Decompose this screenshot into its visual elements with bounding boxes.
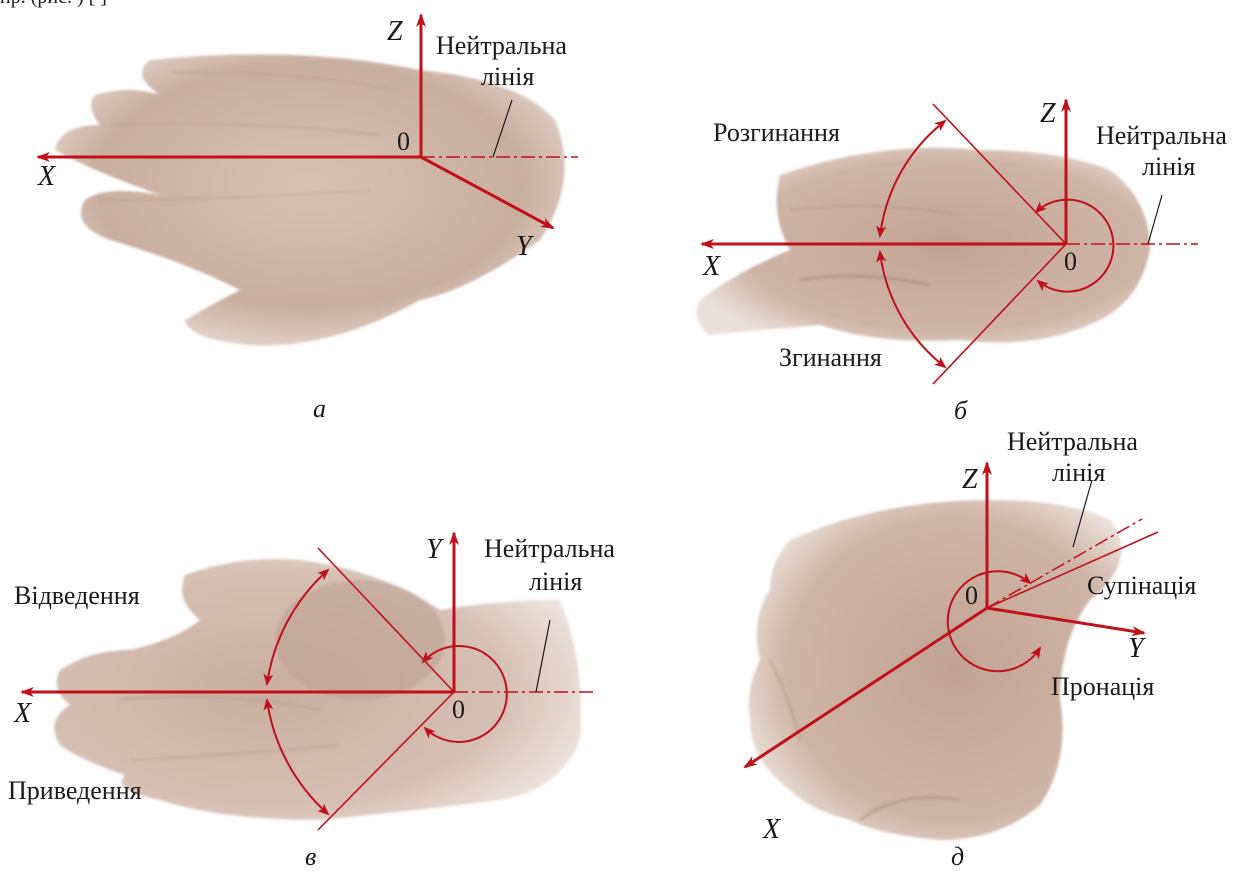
axis-label-z-a: Z <box>387 16 403 47</box>
abduction-label: Відведення <box>14 581 140 610</box>
caption-v: в <box>305 842 316 871</box>
origin-label-a: 0 <box>397 127 410 156</box>
flexion-label: Згинання <box>779 343 882 372</box>
neutral-label-d-2: лінія <box>1052 458 1105 487</box>
adduction-label: Приведення <box>8 776 142 805</box>
axis-label-z-d: Z <box>962 464 978 495</box>
neutral-label-b-2: лінія <box>1142 152 1195 181</box>
axis-label-z-b: Z <box>1040 98 1056 129</box>
pronation-label: Пронація <box>1051 672 1154 701</box>
panel-v: Y X 0 Нейтральна лінія Відведення Привед… <box>8 533 615 871</box>
supination-label: Супінація <box>1087 571 1196 600</box>
leader-line-b <box>1148 195 1162 244</box>
axis-label-y-v: Y <box>426 534 445 565</box>
neutral-label-d-1: Нейтральна <box>1007 427 1138 456</box>
extension-label: Розгинання <box>713 118 840 147</box>
hand-photo-d <box>749 500 1122 840</box>
axis-label-x-d: X <box>762 814 781 845</box>
origin-label-v: 0 <box>452 695 465 724</box>
caption-b: б <box>954 396 968 425</box>
panel-a: Z X Y 0 Нейтральна лінія а <box>37 15 578 423</box>
axis-label-x-b: X <box>702 251 721 282</box>
neutral-label-v-1: Нейтральна <box>484 534 615 563</box>
neutral-label-a-2: лінія <box>481 62 534 91</box>
hand-photo-a <box>55 54 565 345</box>
axis-label-x-v: X <box>13 698 32 729</box>
caption-a: а <box>313 394 326 423</box>
neutral-label-a-1: Нейтральна <box>436 31 567 60</box>
origin-label-b: 0 <box>1064 247 1077 276</box>
neutral-label-b-1: Нейтральна <box>1096 121 1227 150</box>
axis-label-x-a: X <box>37 161 56 192</box>
axis-label-y-d: Y <box>1128 633 1147 664</box>
neutral-label-v-2: лінія <box>529 567 582 596</box>
header-text: пр. (рис. ) [ ] <box>0 0 107 8</box>
panel-b: Z X 0 Нейтральна лінія Розгинання Згинан… <box>697 98 1228 425</box>
origin-label-d: 0 <box>965 581 978 610</box>
caption-d: д <box>951 842 964 871</box>
panel-d: Z Y X 0 Нейтральна лінія Супінація Прона… <box>745 427 1196 871</box>
